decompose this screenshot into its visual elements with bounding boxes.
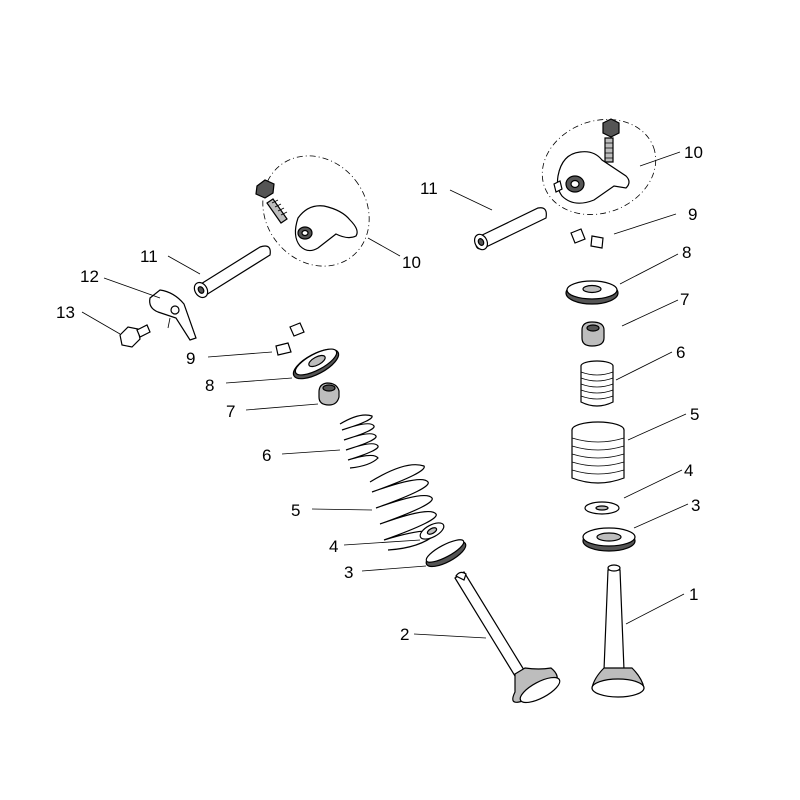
right-inner-spring-6 — [580, 360, 614, 407]
left-retainer-8 — [292, 348, 340, 380]
callout-left-2: 2 — [400, 625, 409, 644]
callout-right-9: 9 — [688, 205, 697, 224]
callout-left-10: 10 — [402, 253, 421, 272]
callout-left-3: 3 — [344, 563, 353, 582]
callout-left-7: 7 — [226, 402, 235, 421]
left-valve-2 — [454, 571, 561, 704]
callout-right-7: 7 — [680, 290, 689, 309]
callout-labels-left: 11 12 13 10 9 8 7 6 5 4 3 2 — [56, 247, 421, 644]
right-retainer-8 — [565, 280, 619, 305]
left-bolt-13 — [119, 324, 151, 348]
right-seal-7 — [581, 321, 605, 347]
left-inner-spring-6 — [339, 414, 379, 469]
callout-left-6: 6 — [262, 446, 271, 465]
left-plate-12 — [149, 289, 197, 341]
callout-left-5: 5 — [291, 501, 300, 520]
callout-left-4: 4 — [329, 537, 338, 556]
right-outer-spring-5 — [571, 421, 625, 484]
left-seal-7 — [318, 382, 340, 406]
callout-left-12: 12 — [80, 267, 99, 286]
callout-left-11: 11 — [140, 247, 158, 266]
callout-right-1: 1 — [689, 585, 698, 604]
callout-left-13: 13 — [56, 303, 75, 322]
right-seat-3 — [582, 527, 636, 552]
left-cotters-9 — [275, 322, 305, 356]
right-washer-4 — [584, 501, 620, 515]
callout-right-4: 4 — [684, 461, 693, 480]
leader-lines — [81, 151, 689, 639]
right-cotters-9 — [570, 228, 604, 249]
callout-left-8: 8 — [205, 376, 214, 395]
callout-right-11: 11 — [420, 179, 438, 198]
right-rocker-shaft — [473, 207, 547, 251]
callout-right-6: 6 — [676, 343, 685, 362]
callout-labels-right: 11 10 9 8 7 6 5 4 3 1 — [420, 143, 703, 604]
callout-right-10: 10 — [684, 143, 703, 162]
callout-right-3: 3 — [691, 496, 700, 515]
left-seat-3 — [425, 539, 467, 568]
right-rocker-arm-group — [541, 118, 657, 215]
left-outer-spring-5 — [369, 464, 437, 551]
left-rocker-shaft — [193, 245, 271, 299]
callout-left-9: 9 — [186, 349, 195, 368]
left-rocker-arm-group — [255, 155, 370, 267]
callout-right-8: 8 — [682, 243, 691, 262]
left-washer-4 — [419, 522, 445, 540]
right-valve-1 — [591, 564, 645, 698]
callout-right-5: 5 — [690, 405, 699, 424]
